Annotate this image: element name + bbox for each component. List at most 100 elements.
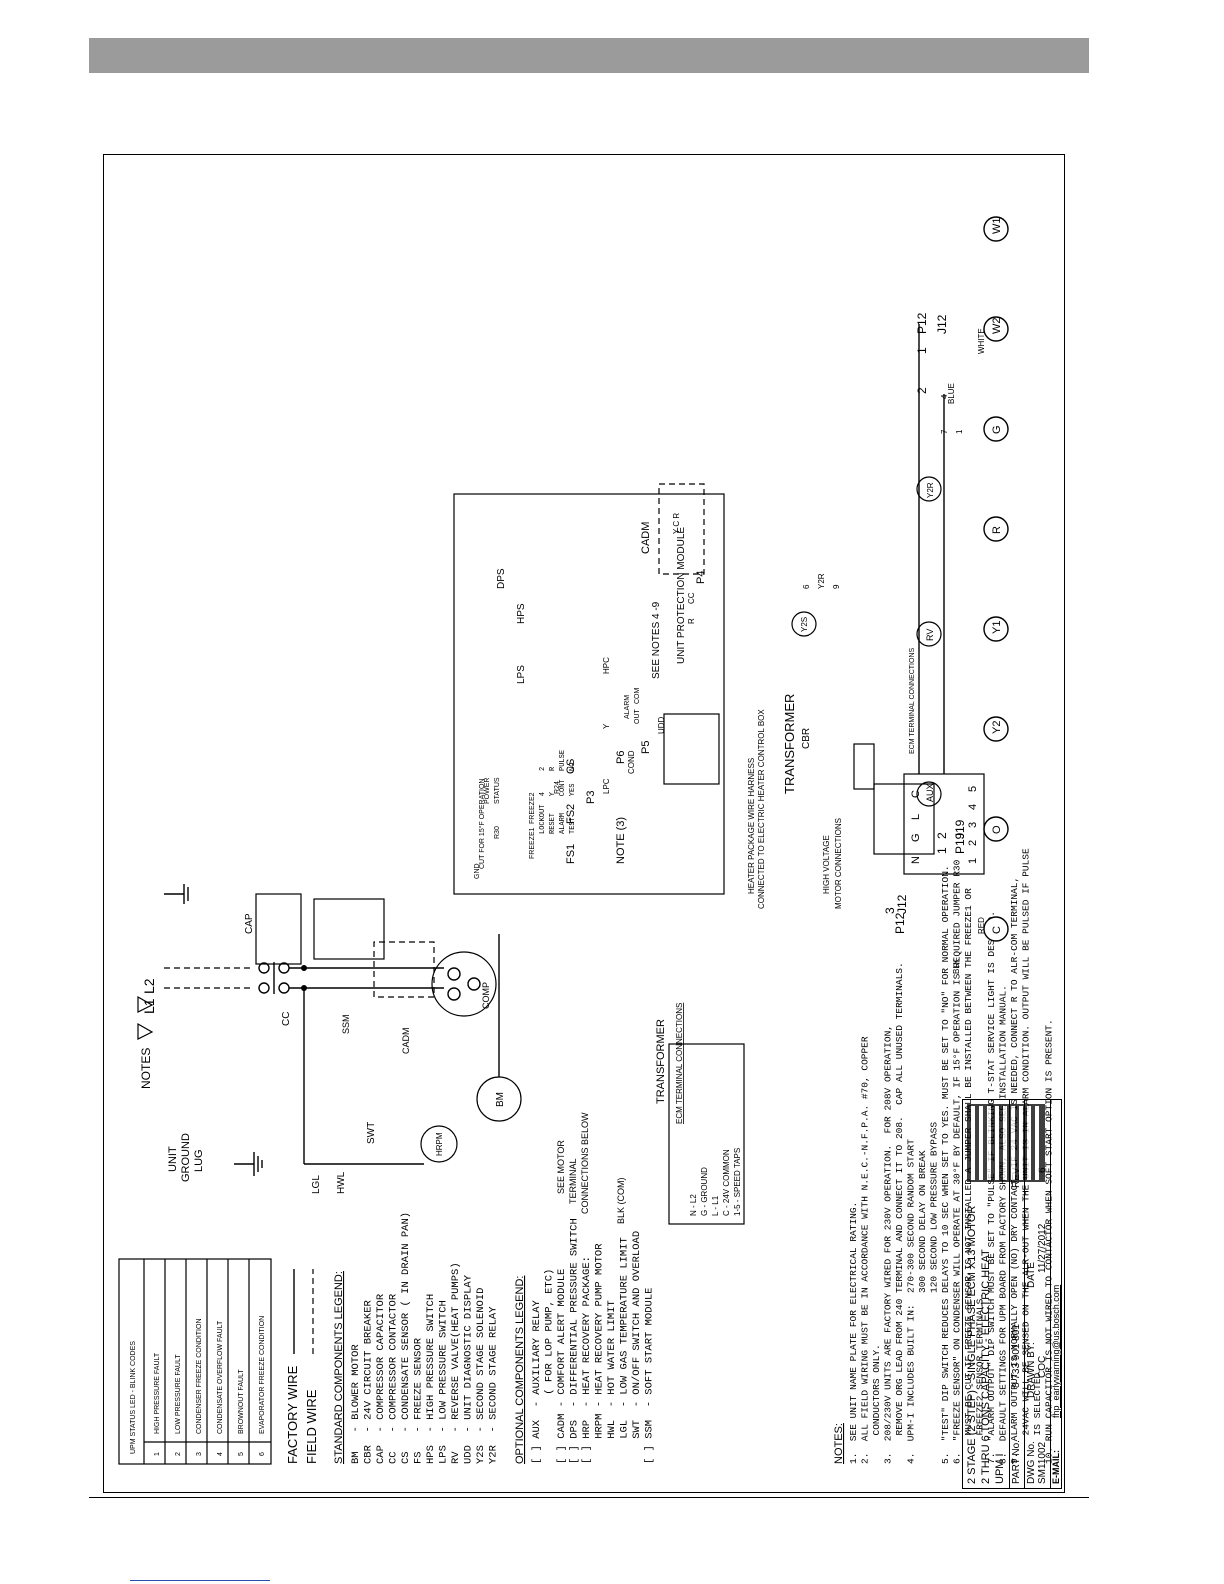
- part-no-value: 8 733 901 801: [1011, 1324, 1022, 1388]
- optional-legend-title: OPTIONAL COMPONENTS LEGEND:: [514, 1276, 526, 1464]
- legend-item: BM - BLOWER MOTOR: [350, 1344, 362, 1464]
- wire-key: FACTORY WIRE FIELD WIRE: [285, 1269, 319, 1464]
- svg-text:9: 9: [832, 584, 841, 589]
- svg-text:J12: J12: [895, 894, 909, 914]
- svg-text:UNIT PROTECTION MODULE: UNIT PROTECTION MODULE: [676, 527, 687, 664]
- svg-text:FS2: FS2: [565, 804, 577, 824]
- svg-text:STATUS: STATUS: [494, 777, 501, 804]
- led-row-label: LOW PRESSURE FAULT: [175, 1354, 182, 1434]
- svg-text:RV: RV: [925, 629, 935, 641]
- note-line: 120 SECOND LOW PRESSURE BYPASS: [929, 1122, 940, 1464]
- footer-link-underline: [130, 1580, 270, 1581]
- optional-legend-item: [ ] SSM - SOFT START MODULE: [644, 1288, 656, 1464]
- note-line: REMOVE ORG LEAD FROM 240 TERMINAL AND CO…: [894, 962, 905, 1464]
- svg-text:UNIT: UNIT: [167, 1146, 179, 1172]
- led-row-number: 1: [154, 1452, 161, 1456]
- thermostat-terminal-label: G: [991, 425, 1003, 434]
- optional-legend: OPTIONAL COMPONENTS LEGEND: [ ] AUX - AU…: [514, 1218, 656, 1464]
- svg-text:ECM TERMINAL CONNECTIONS: ECM TERMINAL CONNECTIONS: [909, 647, 916, 754]
- svg-text:COND: COND: [627, 750, 636, 774]
- note3-label: NOTE (3): [615, 817, 627, 864]
- svg-text:P12: P12: [893, 912, 907, 934]
- led-table-header: UPM STATUS LED - BLINK CODES: [130, 1341, 137, 1454]
- hv-terminal-letter: L: [910, 814, 922, 820]
- optional-legend-item: HRPM - HEAT RECOVERY PUMP MOTOR: [594, 1243, 606, 1464]
- blk-com-label: BLK (COM): [616, 1177, 626, 1224]
- thermostat-terminal-y1: [983, 616, 1009, 642]
- led-row-number: 5: [238, 1452, 245, 1456]
- optional-legend-item: ( FOR LOP PUMP, ETC): [544, 1269, 556, 1464]
- unit-protection-module: UNIT PROTECTION MODULE SEE NOTES 4 -9 PO…: [453, 493, 725, 895]
- note-line: 8. DEFAULT SETTINGS FOR UPM BOARD FROM F…: [998, 985, 1009, 1464]
- notes-marker: NOTES: [137, 995, 154, 1089]
- svg-text:UDD: UDD: [657, 716, 666, 734]
- svg-text:NOTES: NOTES: [139, 1048, 153, 1089]
- l2-label: L2: [141, 978, 157, 994]
- svg-text:HIGH VOLTAGE: HIGH VOLTAGE: [822, 835, 831, 894]
- optional-legend-item: [ ] CADM - COMFORT ALERT MODULE: [556, 1269, 568, 1464]
- svg-text:POWER: POWER: [484, 778, 491, 804]
- part-no-label: PART No.: [1011, 1440, 1022, 1484]
- legend-item: HPS - HIGH PRESSURE SWITCH: [425, 1294, 437, 1464]
- svg-text:MOTOR CONNECTIONS: MOTOR CONNECTIONS: [834, 818, 843, 909]
- svg-text:BLUE: BLUE: [947, 383, 956, 404]
- swt-label: SWT: [366, 1122, 377, 1144]
- legend-item: LPS - LOW PRESSURE SWITCH: [438, 1300, 450, 1464]
- transformer-label-left: TRANSFORMER: [655, 1019, 667, 1104]
- led-row-number: 3: [196, 1452, 203, 1456]
- thermostat-terminal-g: [983, 416, 1009, 442]
- svg-text:FREEZE1: FREEZE1: [529, 827, 536, 859]
- svg-text:P4: P4: [695, 571, 707, 584]
- thermostat-terminal-label: Y1: [991, 621, 1003, 634]
- thermostat-terminal-w2: [983, 316, 1009, 342]
- svg-text:CBR: CBR: [801, 728, 812, 749]
- note-line: 6. "FREEZE SENSOR" ON CONDENSER WILL OPE…: [952, 859, 963, 1464]
- svg-text:CS: CS: [565, 759, 577, 774]
- svg-text:LUG: LUG: [193, 1149, 205, 1172]
- thermostat-terminal-r: [983, 516, 1009, 542]
- led-row-label: CONDENSER FREEZE CONDITION: [196, 1318, 203, 1434]
- legend-item: Y2S - SECOND STAGE SOLENOID: [475, 1288, 487, 1464]
- legend-item: UDD - UNIT DIAGNOSTIC DISPLAY: [463, 1274, 475, 1464]
- thermostat-terminal-label: W1: [991, 218, 1003, 235]
- hv-terminal-letter: C: [910, 790, 922, 798]
- hv-terminal-number: 2: [967, 840, 979, 846]
- svg-text:CC: CC: [687, 592, 696, 604]
- note-line: IS SELECTED.: [1032, 1367, 1043, 1464]
- svg-text:P6: P6: [615, 751, 627, 764]
- ssm-label: SSM: [341, 1014, 351, 1034]
- svg-text:FREEZE2: FREEZE2: [529, 792, 536, 824]
- l1-label: L1: [141, 998, 157, 1014]
- field-wire-label: FIELD WIRE: [304, 1389, 319, 1464]
- svg-text:4: 4: [940, 394, 949, 399]
- standard-legend: STANDARD COMPONENTS LEGEND: BM - BLOWER …: [333, 1212, 500, 1464]
- note-line: FREEZE2 SENSOR TERMINALS.: [975, 1293, 986, 1464]
- svg-text:6: 6: [802, 584, 811, 589]
- svg-text:WHITE: WHITE: [977, 328, 986, 354]
- title-line-2: 2 THRU 6 TONS CAPACITY - ELECTRIC HEAT: [980, 1249, 992, 1484]
- led-row-label: HIGH PRESSURE FAULT: [154, 1352, 161, 1434]
- svg-text:CUT FOR 15°F OPERATION: CUT FOR 15°F OPERATION: [478, 779, 486, 869]
- svg-text:TERMINAL: TERMINAL: [568, 1158, 578, 1204]
- svg-text:P5: P5: [640, 741, 652, 754]
- footer-rule: [89, 1497, 1089, 1498]
- hv-terminal-number: 1: [967, 858, 979, 864]
- cadm-label: CADM: [401, 1028, 411, 1055]
- dwg-no-label: DWG No.: [1026, 1441, 1037, 1484]
- dwg-no-value: SM11002: [1037, 1441, 1048, 1484]
- low-voltage-transformer: TRANSFORMER CBR: [782, 694, 812, 794]
- hv-terminal-number: 5: [967, 786, 979, 792]
- thermostat-terminal-w1: [983, 216, 1009, 242]
- ecm-connection-row: 1-5 - SPEED TAPS: [733, 1148, 742, 1216]
- unit-ground-lug: UNIT GROUND LUG: [167, 1133, 263, 1182]
- title-line-1: 2 STAGE (2 STEP) - SINGLE PHASE ECM X13 …: [966, 1205, 978, 1484]
- svg-text:P19: P19: [953, 832, 967, 854]
- thermostat-terminal-label: Y2: [991, 721, 1003, 734]
- ecm-terminal-block: ECM TERMINAL CONNECTIONS Y2S Y2R 6 9 4 7…: [791, 394, 964, 790]
- svg-text:SEE MOTOR: SEE MOTOR: [556, 1140, 566, 1194]
